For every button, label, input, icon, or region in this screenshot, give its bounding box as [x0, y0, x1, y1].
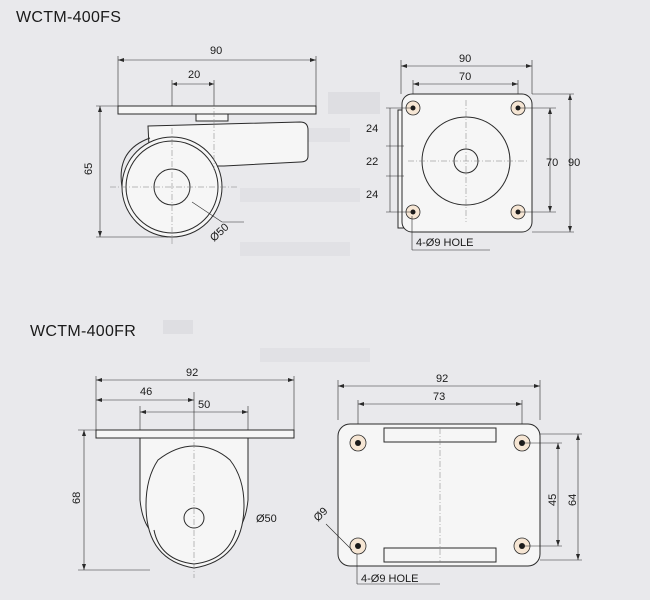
dim-bottom-height: 68 — [71, 492, 83, 504]
dim-plan-spacing-b: 22 — [366, 156, 378, 168]
top-mount-plate — [117, 105, 317, 115]
dim-plan-spacing-c: 24 — [366, 189, 378, 201]
bottom-plan-view: 92 73 45 64 — [312, 373, 582, 585]
dim-bottom-plan-outer-height: 64 — [567, 494, 579, 506]
dim-plan-hole-width: 70 — [459, 71, 471, 83]
top-plan-plate — [401, 93, 533, 233]
dim-bottom-hole-diameter: Ø9 — [312, 505, 331, 524]
dim-bottom-plate-width: 92 — [186, 367, 198, 379]
bottom-mount-plate — [95, 429, 295, 439]
dim-top-height: 65 — [83, 163, 95, 175]
dim-bottom-plan-hole-height: 45 — [547, 494, 559, 506]
dim-bottom-plan-outer-width: 92 — [436, 373, 448, 385]
dim-plan-outer-height: 90 — [568, 157, 580, 169]
bottom-hole-note: 4-Ø9 HOLE — [361, 573, 418, 585]
dim-bottom-plan-hole-width: 73 — [433, 391, 445, 403]
top-swivel-hub — [195, 113, 229, 122]
bottom-model-title: WCTM-400FR — [30, 323, 136, 340]
dim-plan-spacing-a: 24 — [366, 123, 378, 135]
top-model-title: WCTM-400FS — [16, 9, 121, 26]
top-side-view: 90 20 65 Ø50 — [83, 45, 317, 246]
dim-bottom-wheel-diameter: Ø50 — [256, 513, 277, 525]
dim-top-wheel-diameter: Ø50 — [208, 221, 231, 244]
bottom-wheel — [145, 445, 245, 569]
top-hole-note: 4-Ø9 HOLE — [416, 237, 473, 249]
dim-top-plate-width: 90 — [210, 45, 222, 57]
dim-top-offset: 20 — [188, 69, 200, 81]
dim-plan-hole-height: 70 — [546, 157, 558, 169]
top-plan-view: 90 70 24 22 24 — [366, 53, 580, 251]
bottom-plan-plate — [337, 423, 541, 567]
dim-plan-outer-width: 90 — [459, 53, 471, 65]
dim-bottom-span: 50 — [198, 399, 210, 411]
bottom-side-view: 92 46 50 68 Ø50 — [71, 367, 295, 578]
dim-bottom-left-offset: 46 — [140, 386, 152, 398]
